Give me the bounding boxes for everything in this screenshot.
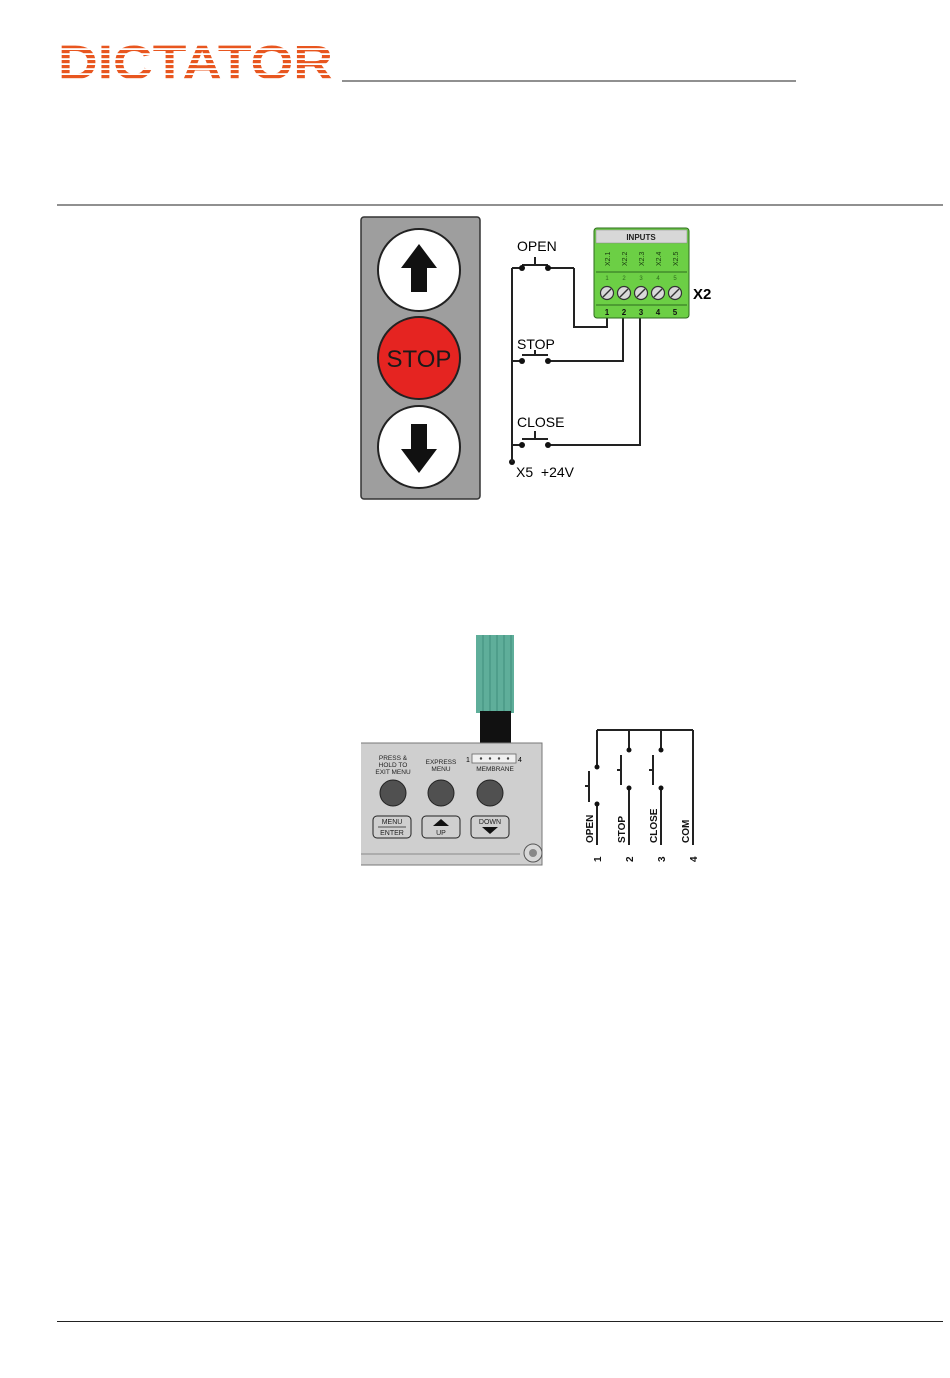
schematic-pin-2: 2: [625, 856, 636, 862]
switch-contacts: [509, 265, 551, 465]
brand-logo: DICTATOR: [58, 37, 333, 90]
stop-pushbutton: STOP: [378, 317, 460, 399]
terminal-number: 2: [622, 308, 627, 317]
press-hold-line2: HOLD TO: [379, 762, 408, 769]
header: DICTATOR: [0, 0, 950, 210]
schematic-label-open: OPEN: [585, 815, 596, 843]
membrane-button: [477, 780, 503, 806]
express-menu-button: [428, 780, 454, 806]
inputs-title: INPUTS: [626, 233, 656, 242]
schematic-pin-3: 3: [657, 856, 668, 862]
connector-pin-1: 1: [466, 757, 470, 764]
keypad-schematic: [585, 730, 693, 845]
enter-key-label: ENTER: [380, 830, 404, 837]
schematic-label-close: CLOSE: [649, 808, 660, 843]
diagram-membrane-keypad: PRESS & HOLD TO EXIT MENU EXPRESS MENU M…: [0, 630, 950, 870]
terminal-name: X2.3: [639, 251, 646, 266]
schematic-pin-1: 1: [593, 856, 604, 862]
close-pushbutton: [378, 406, 460, 488]
terminal-name: X2.4: [656, 251, 663, 266]
connector-pin-4: 4: [518, 757, 522, 764]
terminal-number: 3: [639, 308, 644, 317]
express-line1: EXPRESS: [426, 759, 457, 766]
terminal-number: 4: [656, 308, 661, 317]
ribbon-cable: [476, 635, 514, 743]
terminal-name: X2.1: [605, 251, 612, 266]
stop-switch-label: STOP: [517, 336, 555, 352]
open-pushbutton: [378, 229, 460, 311]
down-key-label: DOWN: [479, 819, 501, 826]
terminal-number: 5: [673, 308, 678, 317]
x2-block-label: X2: [693, 286, 711, 303]
exit-menu-button: [380, 780, 406, 806]
close-switch-label: CLOSE: [517, 414, 564, 430]
supply-label: X5 +24V: [516, 464, 575, 480]
press-hold-line1: PRESS &: [379, 755, 408, 762]
footer-rule: [57, 1321, 943, 1322]
stop-button-label: STOP: [387, 346, 452, 373]
terminal-number: 1: [605, 308, 610, 317]
menu-key-label: MENU: [382, 819, 403, 826]
terminal-name: X2.5: [673, 251, 680, 266]
membrane-connector: 1 4: [466, 754, 522, 764]
header-graphic: DICTATOR: [0, 0, 950, 210]
diagram-pushbutton-wiring: STOP OPEN STOP CLOSE X5 +24V: [0, 210, 950, 510]
up-key-label: UP: [436, 830, 446, 837]
open-switch-label: OPEN: [517, 238, 557, 254]
schematic-label-stop: STOP: [617, 816, 628, 843]
express-line2: MENU: [431, 766, 450, 773]
terminal-name: X2.2: [622, 251, 629, 266]
schematic-label-com: COM: [681, 820, 692, 843]
press-hold-line3: EXIT MENU: [375, 769, 411, 776]
membrane-label: MEMBRANE: [476, 766, 514, 773]
schematic-pin-4: 4: [689, 856, 700, 862]
